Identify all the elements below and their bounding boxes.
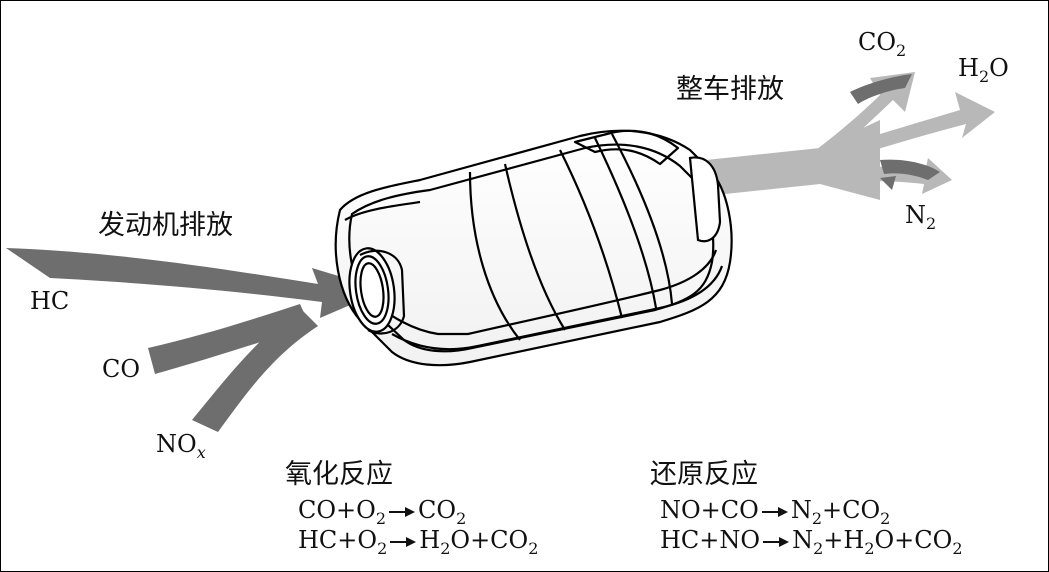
inlet-arrows — [6, 248, 385, 432]
co2-arrow-curl — [850, 74, 912, 104]
co2-arrow — [800, 72, 915, 172]
reaction-arrow-icon — [389, 506, 416, 518]
co-label: CO — [102, 355, 141, 383]
n2-arrow — [805, 158, 952, 194]
h2o-label: H2O — [958, 54, 1009, 86]
nox-label: NOx — [156, 430, 206, 462]
converter-inlet — [348, 247, 406, 335]
h2o-arrow — [800, 92, 995, 172]
outlet-arrows — [706, 72, 995, 200]
reaction-arrow-icon — [763, 536, 790, 548]
converter-outlet — [688, 156, 722, 243]
hc-label: HC — [30, 287, 70, 315]
hc-arrow — [6, 248, 385, 318]
engine-emission-label: 发动机排放 — [98, 210, 233, 241]
converter-body — [334, 129, 733, 367]
co-arrow — [148, 304, 310, 374]
co2-label: CO2 — [858, 28, 907, 60]
reduction-title: 还原反应 — [650, 459, 758, 490]
nox-arrow — [192, 308, 318, 432]
n2-arrow-curl — [880, 159, 940, 180]
n2-arrow-tail — [880, 176, 896, 190]
reaction-arrow-icon — [390, 536, 417, 548]
oxidation-title: 氧化反应 — [285, 459, 393, 490]
reaction-arrow-icon — [761, 506, 788, 518]
n2-label: N2 — [905, 201, 937, 233]
vehicle-emission-label: 整车排放 — [676, 74, 784, 105]
